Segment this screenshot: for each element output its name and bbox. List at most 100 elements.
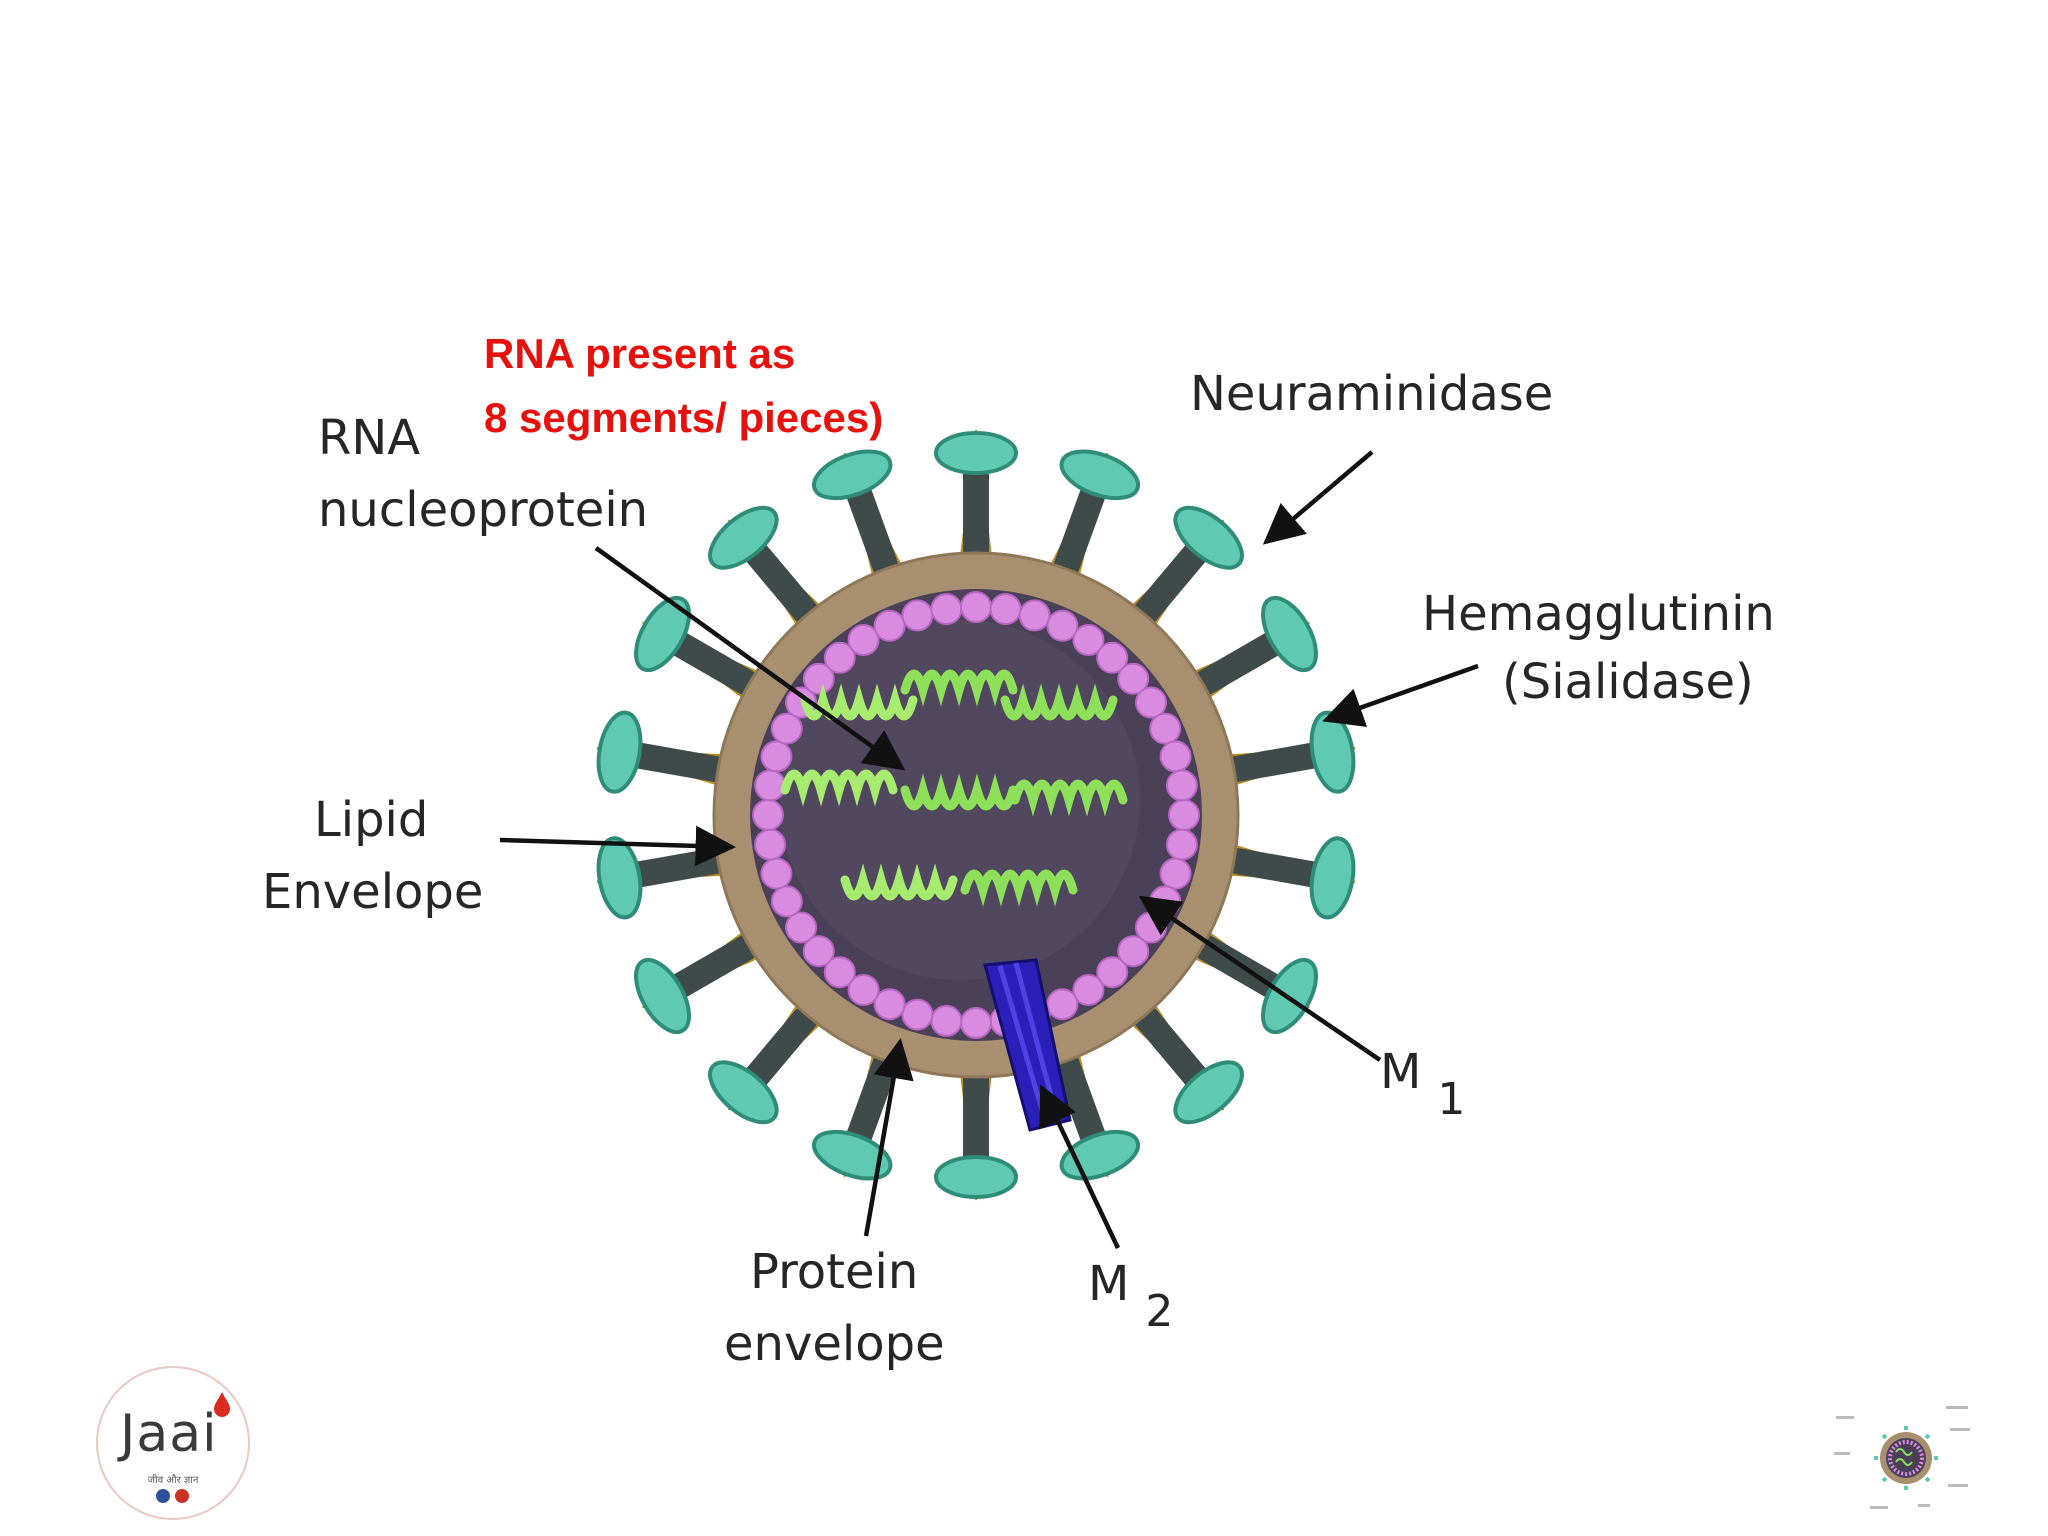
spike-head [708,505,779,570]
matrix-bead [1072,973,1105,1006]
neuraminidase-label: Neuraminidase [1190,366,1554,422]
matrix-bead [752,799,784,831]
matrix-bead [847,624,880,657]
spike-stalk [618,741,738,784]
jaai-logo: Jaai जीव और ज्ञान [96,1366,250,1520]
spike-head [934,431,1018,475]
arrow-neuraminidase [1262,450,1374,545]
spike-stalk [1050,473,1109,589]
spike-head [811,1129,893,1181]
m2-main: M [1088,1256,1130,1312]
rna-segments-note: RNA present as 8 segments/ pieces) [484,322,883,450]
hemagglutinin-line-2: (Sialidase) [1502,654,1754,710]
rna-segment [900,773,1018,811]
rna-segment [960,869,1078,907]
rna-segment [900,669,1018,707]
matrix-bead [770,885,803,918]
spike-stalk [1126,997,1214,1097]
spike-heads [596,431,1356,1199]
matrix-bead [1046,609,1079,642]
matrix-bead [1134,686,1167,719]
matrix-bead [847,973,880,1006]
logo-subtext: जीव और ज्ञान [147,1475,199,1486]
m2-subscript: 2 [1145,1286,1174,1337]
spike-head [708,1060,779,1125]
rna-nucleoprotein-label: RNA nucleoprotein [318,404,648,544]
matrix-bead [901,998,934,1031]
rna-segment [1010,779,1128,817]
matrix-bead [901,599,934,632]
spike-head [634,957,691,1035]
matrix-bead [1165,828,1198,861]
note-line-2: 8 segments/ pieces) [484,394,884,441]
spike-head [811,449,893,501]
spike-stalk [1126,533,1214,633]
matrix-bead [930,593,963,626]
matrix-bead [1046,988,1079,1021]
matrix-bead [802,662,835,695]
spike-head [1059,1129,1141,1181]
matrix-bead [1159,857,1192,890]
spike-head [1059,449,1141,501]
matrix-bead [960,591,992,623]
arrow-m2 [1039,1084,1121,1249]
spike-head [634,595,691,673]
rna-segment [780,769,898,807]
rna-segment [800,683,918,721]
arrow-rna [594,546,906,771]
arrow-m1 [1138,895,1382,1062]
protein-line-1: Protein [750,1244,919,1300]
matrix-bead [930,1004,963,1037]
hemagglutinin-label: Hemagglutinin (Sialidase) [1422,580,1775,716]
logo-drop-icon [214,1392,230,1417]
spike-stalk [1183,627,1293,701]
matrix-bead [770,712,803,745]
matrix-bead [760,857,793,890]
spike-head [596,710,643,794]
lipid-line-1: Lipid [314,792,429,848]
spike-head [596,836,643,920]
matrix-bead [1117,662,1150,695]
matrix-bead [802,935,835,968]
m1-subscript: 1 [1437,1074,1466,1125]
badge-icon [156,1489,170,1503]
matrix-bead [1117,935,1150,968]
spike-stalk [1214,846,1334,889]
matrix-bead [760,740,793,773]
protein-line-2: envelope [724,1316,945,1372]
matrix-bead [1018,599,1051,632]
matrix-bead [1096,641,1129,674]
spike-stalk [1050,1041,1109,1157]
spike-head [934,1155,1018,1199]
hemagglutinin-line-1: Hemagglutinin [1422,586,1775,642]
rna-label-line-1: RNA [318,410,421,466]
spike-stalk [659,929,769,1003]
matrix-bead [873,988,906,1021]
matrix-bead [960,1007,992,1039]
spike-head [1309,836,1356,920]
matrix-bead [785,911,818,944]
logo-text: Jaai [120,1404,218,1464]
virus-thumbnail [1834,1406,1970,1509]
spike-head [1173,1060,1244,1125]
matrix-bead [1168,799,1200,831]
spike-stalk [843,473,902,589]
matrix-bead [873,609,906,642]
rna-segment [1000,683,1118,721]
spike-stalk [659,627,769,701]
spike-stalk [738,997,826,1097]
matrix-bead [754,769,787,802]
protein-envelope-label: Protein envelope [724,1238,945,1378]
arrow-protein [863,1038,914,1237]
lipid-envelope-label: Lipid Envelope [262,786,483,926]
rna-segment [840,863,958,901]
logo-badges [156,1488,190,1507]
arrow-hemagglutinin [1322,663,1479,727]
spike-stalk [618,846,738,889]
spike-stalk [1214,741,1334,784]
matrix-bead [1159,740,1192,773]
